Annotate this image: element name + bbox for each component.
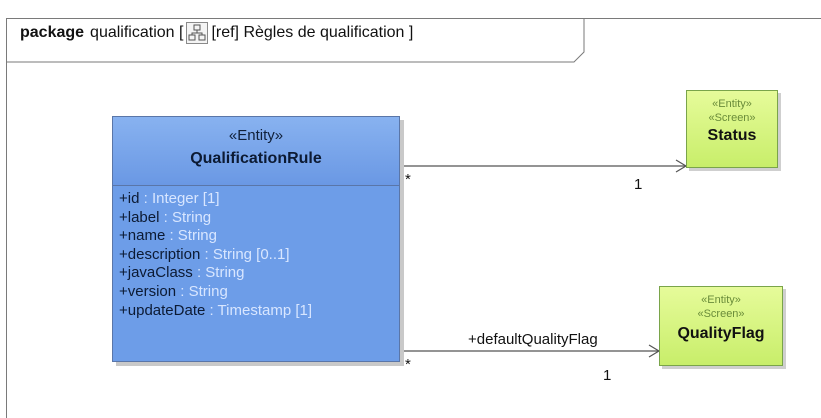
attribute-row[interactable]: +label : String <box>119 209 399 228</box>
class-stereotype-entity: «Entity» <box>712 98 752 110</box>
attribute-row[interactable]: +version : String <box>119 283 399 302</box>
class-stereotype-screen: «Screen» <box>708 112 756 124</box>
class-stereotype: «Entity» <box>228 127 284 144</box>
attribute-type: : String [0..1] <box>200 245 290 263</box>
class-stereotype-screen: «Screen» <box>697 308 745 320</box>
assoc-status-target-multiplicity: 1 <box>634 176 643 193</box>
assoc-qflag-source-multiplicity: * <box>405 356 411 373</box>
package-tab-outline <box>6 18 585 63</box>
attribute-name: +name <box>119 227 166 245</box>
package-title: package qualification [ [ref] Règles de … <box>20 22 413 44</box>
attribute-type: : String <box>165 227 217 245</box>
assoc-qflag-role: +defaultQualityFlag <box>468 331 598 348</box>
attribute-type: : Timestamp [1] <box>205 301 313 319</box>
package-keyword: package <box>20 24 85 41</box>
attribute-name: +version <box>119 282 177 300</box>
class-status[interactable]: «Entity» «Screen» Status <box>686 90 778 168</box>
class-stereotype-entity: «Entity» <box>701 294 741 306</box>
diagram-icon[interactable] <box>186 22 209 44</box>
package-name: qualification [ <box>90 24 184 41</box>
class-qualification-rule[interactable]: «Entity» QualificationRule +id : Integer… <box>112 116 400 362</box>
class-name: QualificationRule <box>190 150 322 167</box>
diagram-ref-label[interactable]: [ref] Règles de qualification ] <box>211 24 414 41</box>
attribute-name: +label <box>119 208 160 226</box>
attribute-name: +id <box>119 190 140 207</box>
attribute-row[interactable]: +name : String <box>119 227 399 246</box>
class-name: Status <box>707 127 757 144</box>
attribute-row[interactable]: +description : String [0..1] <box>119 246 399 265</box>
class-quality-flag[interactable]: «Entity» «Screen» QualityFlag <box>659 286 783 366</box>
attribute-name: +description <box>119 245 201 263</box>
assoc-qflag-target-multiplicity: 1 <box>603 367 612 384</box>
attribute-compartment: +id : Integer [1] +label : String +name … <box>113 186 399 320</box>
assoc-status-source-multiplicity: * <box>405 171 411 188</box>
class-header: «Entity» QualificationRule <box>113 117 399 186</box>
attribute-row[interactable]: +id : Integer [1] <box>119 190 399 209</box>
attribute-name: +updateDate <box>119 301 206 319</box>
package-frame <box>6 18 821 418</box>
attribute-row[interactable]: +javaClass : String <box>119 264 399 283</box>
attribute-type: : String <box>192 264 245 282</box>
class-name: QualityFlag <box>677 325 765 342</box>
attribute-row[interactable]: +updateDate : Timestamp [1] <box>119 302 399 321</box>
attribute-type: : Integer [1] <box>139 190 220 207</box>
attribute-type: : String <box>176 282 228 300</box>
attribute-type: : String <box>159 208 212 226</box>
attribute-name: +javaClass <box>119 264 193 282</box>
